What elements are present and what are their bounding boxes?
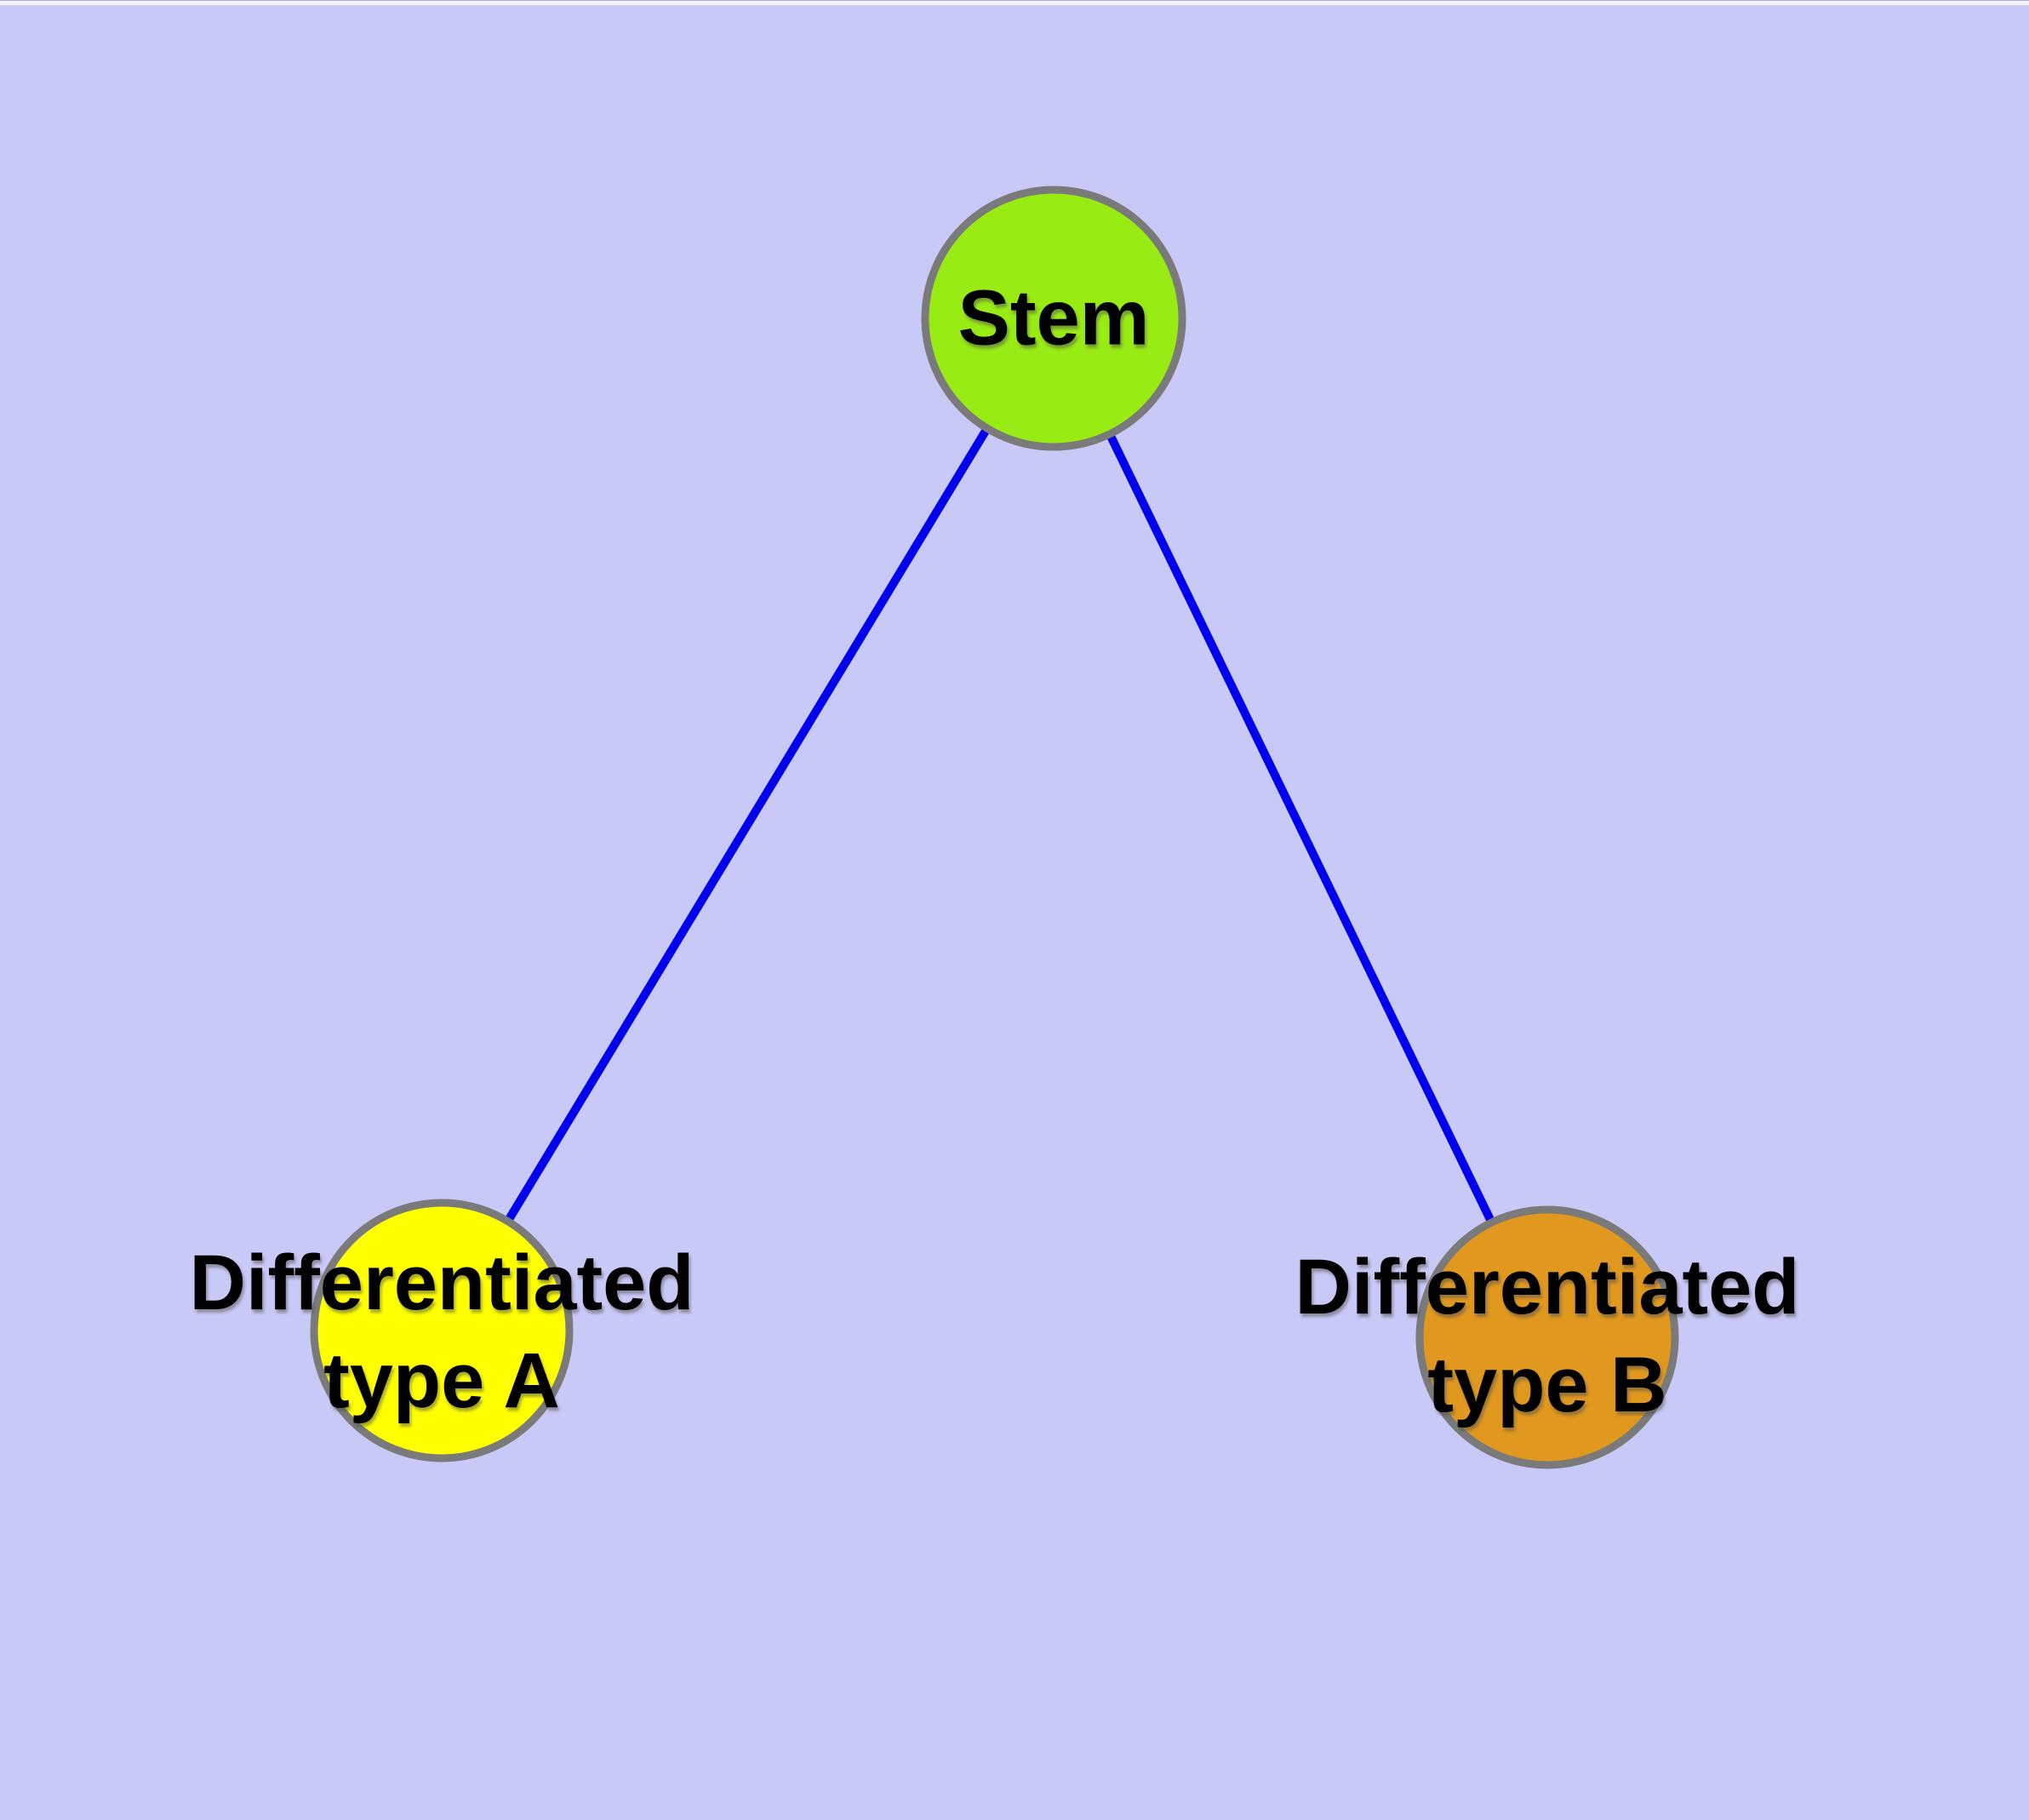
node-type-b-label-line2: type B [1427, 1342, 1667, 1428]
edge-stem-to-type-b [1049, 316, 1552, 1340]
node-stem-label: Stem [958, 270, 1150, 368]
node-type-a-label: Differentiated type A [190, 1234, 694, 1430]
node-stem-label-line: Stem [957, 274, 1150, 362]
edge-stem-to-type-a [437, 316, 1058, 1333]
node-stem-circle [921, 186, 1186, 451]
node-type-b-label: Differentiated type B [1295, 1239, 1800, 1434]
node-type-b-circle [1415, 1205, 1679, 1469]
top-border-artifact [0, 0, 2029, 5]
node-type-a-label-line2: type A [323, 1337, 560, 1424]
node-type-a-circle [310, 1199, 574, 1462]
node-type-b-label-line1: Differentiated [1295, 1244, 1800, 1331]
node-type-a-label-line1: Differentiated [189, 1239, 694, 1326]
